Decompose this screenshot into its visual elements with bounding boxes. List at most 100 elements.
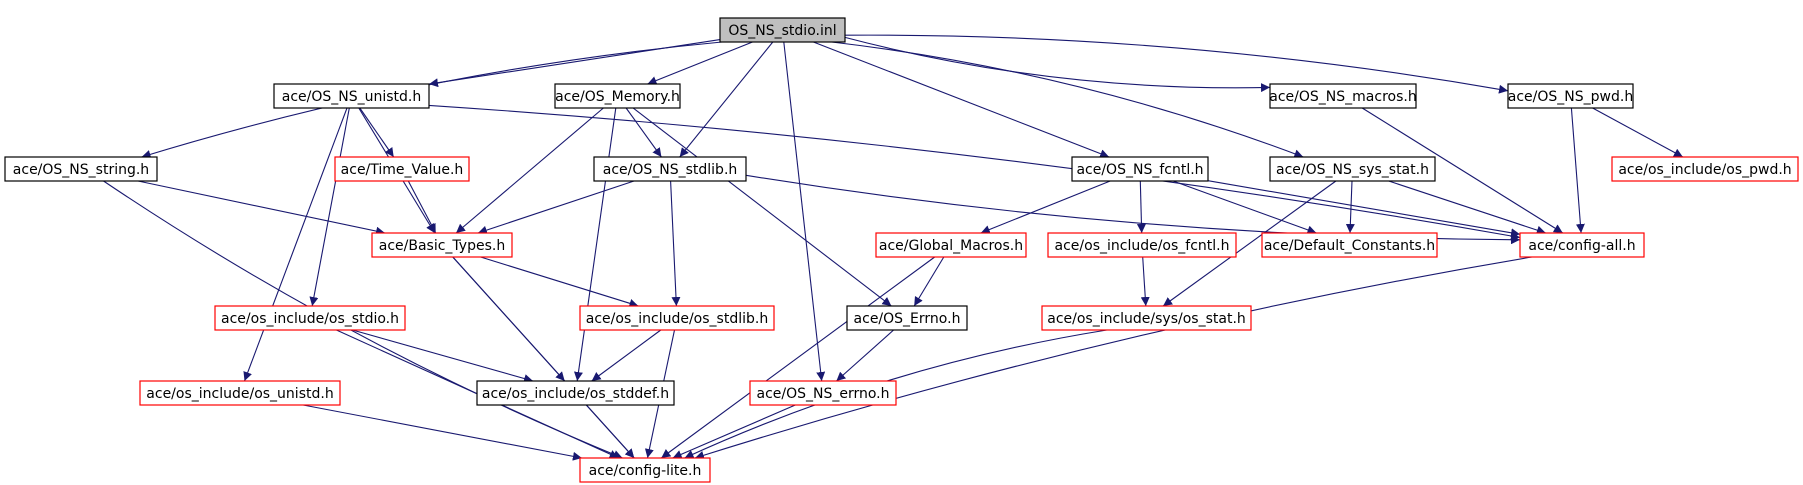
node-label: ace/Basic_Types.h — [379, 238, 505, 254]
node-label: ace/OS_NS_stdlib.h — [603, 162, 738, 178]
node-label: ace/os_include/os_unistd.h — [146, 386, 333, 402]
node-label: ace/config-all.h — [1528, 238, 1635, 254]
node-box — [1507, 83, 1634, 109]
edge-memory-to-errno_os — [632, 107, 892, 307]
node-macros[interactable]: ace/OS_NS_macros.h — [1269, 83, 1417, 109]
node-label: ace/OS_NS_macros.h — [1269, 89, 1416, 105]
node-label: ace/os_include/os_stddef.h — [482, 386, 669, 402]
node-label: ace/OS_NS_pwd.h — [1508, 89, 1633, 105]
node-default[interactable]: ace/Default_Constants.h — [1261, 232, 1438, 258]
edge-unistd-to-timevalue — [359, 107, 395, 158]
node-root[interactable]: OS_NS_stdio.inl — [719, 17, 846, 43]
node-label: ace/os_include/os_pwd.h — [1618, 162, 1791, 178]
node-label: ace/OS_NS_fcntl.h — [1076, 162, 1203, 178]
node-sysstat[interactable]: ace/OS_NS_sys_stat.h — [1269, 156, 1436, 182]
edge-os_stdlib-to-os_stddef — [591, 329, 662, 382]
edge-unistd-to-os_stdio — [309, 107, 350, 307]
edge-stdlib-to-basic — [477, 180, 635, 235]
node-label: ace/OS_NS_unistd.h — [282, 89, 422, 105]
node-label: ace/config-lite.h — [589, 463, 702, 479]
edge-ns_errno-to-configlite — [672, 404, 796, 459]
node-pwd[interactable]: ace/OS_NS_pwd.h — [1507, 83, 1634, 109]
edge-root-to-ns_errno — [783, 41, 826, 382]
edge-global-to-errno_os — [913, 256, 945, 307]
node-label: ace/Global_Macros.h — [879, 238, 1023, 254]
node-label: ace/os_include/os_stdlib.h — [586, 311, 768, 327]
node-timevalue[interactable]: ace/Time_Value.h — [334, 156, 470, 182]
node-label: ace/OS_Memory.h — [555, 89, 680, 105]
node-box — [749, 380, 897, 406]
edge-stdlib-to-os_stdlib — [670, 180, 681, 307]
edge-basic-to-os_stdlib — [480, 256, 639, 308]
node-string[interactable]: ace/OS_NS_string.h — [4, 156, 158, 182]
edge-memory-to-stdlib — [625, 107, 662, 158]
node-os-stdlib[interactable]: ace/os_include/os_stdlib.h — [579, 305, 775, 331]
node-label: ace/os_include/os_stdio.h — [221, 311, 399, 327]
node-os-stddef[interactable]: ace/os_include/os_stddef.h — [476, 380, 675, 406]
node-memory[interactable]: ace/OS_Memory.h — [554, 83, 681, 109]
node-box — [1611, 156, 1799, 182]
node-os-unistd[interactable]: ace/os_include/os_unistd.h — [139, 380, 341, 406]
edge-fcntl-to-configall — [1207, 180, 1521, 238]
edge-os_stddef-to-configlite — [585, 404, 635, 459]
node-box — [1041, 305, 1252, 331]
node-label: OS_NS_stdio.inl — [728, 23, 836, 39]
node-box — [334, 156, 470, 182]
node-stdlib[interactable]: ace/OS_NS_stdlib.h — [593, 156, 747, 182]
edge-memory-to-os_stddef — [574, 107, 617, 382]
node-label: ace/OS_NS_errno.h — [756, 386, 889, 402]
node-box — [579, 457, 711, 483]
node-os-sysstat[interactable]: ace/os_include/sys/os_stat.h — [1041, 305, 1252, 331]
node-box — [846, 305, 968, 331]
edge-pwd-to-os_pwd — [1592, 107, 1684, 158]
node-box — [1047, 232, 1237, 258]
edge-macros-to-configall — [1361, 107, 1564, 234]
edge-stdlib-to-configall — [745, 174, 1521, 245]
edge-root-to-pwd — [844, 34, 1509, 94]
node-os-pwd[interactable]: ace/os_include/os_pwd.h — [1611, 156, 1799, 182]
edge-os_fcntl-to-os_sysstat — [1140, 256, 1150, 307]
edge-memory-to-basic — [455, 107, 604, 234]
node-box — [4, 156, 158, 182]
node-errno-os[interactable]: ace/OS_Errno.h — [846, 305, 968, 331]
node-box — [579, 305, 775, 331]
node-box — [1269, 156, 1436, 182]
node-os-stdio[interactable]: ace/os_include/os_stdio.h — [214, 305, 406, 331]
node-ns-errno[interactable]: ace/OS_NS_errno.h — [749, 380, 897, 406]
edge-fcntl-to-os_fcntl — [1136, 180, 1146, 234]
edge-root-to-fcntl — [813, 41, 1110, 158]
edge-sysstat-to-configall — [1388, 180, 1546, 235]
edge-fcntl-to-default — [1172, 180, 1317, 235]
node-fcntl[interactable]: ace/OS_NS_fcntl.h — [1071, 156, 1209, 182]
edge-root-to-memory — [647, 41, 753, 85]
node-box — [719, 17, 846, 43]
edge-layer — [103, 34, 1684, 461]
node-box — [593, 156, 747, 182]
node-os-fcntl[interactable]: ace/os_include/os_fcntl.h — [1047, 232, 1237, 258]
edge-root-to-sysstat — [831, 41, 1304, 159]
node-basic[interactable]: ace/Basic_Types.h — [371, 232, 513, 258]
node-unistd[interactable]: ace/OS_NS_unistd.h — [273, 83, 430, 109]
node-box — [1261, 232, 1438, 258]
node-global[interactable]: ace/Global_Macros.h — [875, 232, 1027, 258]
node-configall[interactable]: ace/config-all.h — [1519, 232, 1645, 258]
edge-os_sysstat-to-configlite — [684, 329, 1107, 459]
node-box — [371, 232, 513, 258]
node-configlite[interactable]: ace/config-lite.h — [579, 457, 711, 483]
node-box — [214, 305, 406, 331]
node-label: ace/Time_Value.h — [341, 162, 464, 178]
node-box — [273, 83, 430, 109]
edge-os_unistd-to-configlite — [302, 404, 583, 461]
node-label: ace/os_include/os_fcntl.h — [1055, 238, 1230, 254]
edge-root-to-stdlib — [679, 41, 774, 158]
edge-root-to-unistd — [428, 39, 721, 88]
node-label: ace/Default_Constants.h — [1264, 238, 1435, 254]
node-label: ace/os_include/sys/os_stat.h — [1047, 311, 1246, 327]
node-layer: OS_NS_stdio.inl ace/OS_NS_unistd.h ace/OS_… — [4, 17, 1799, 483]
edge-pwd-to-configall — [1570, 107, 1585, 234]
node-box — [875, 232, 1027, 258]
node-box — [476, 380, 675, 406]
edge-fcntl-to-global — [980, 180, 1111, 234]
edge-sysstat-to-os_sysstat — [1162, 180, 1337, 307]
node-box — [139, 380, 341, 406]
